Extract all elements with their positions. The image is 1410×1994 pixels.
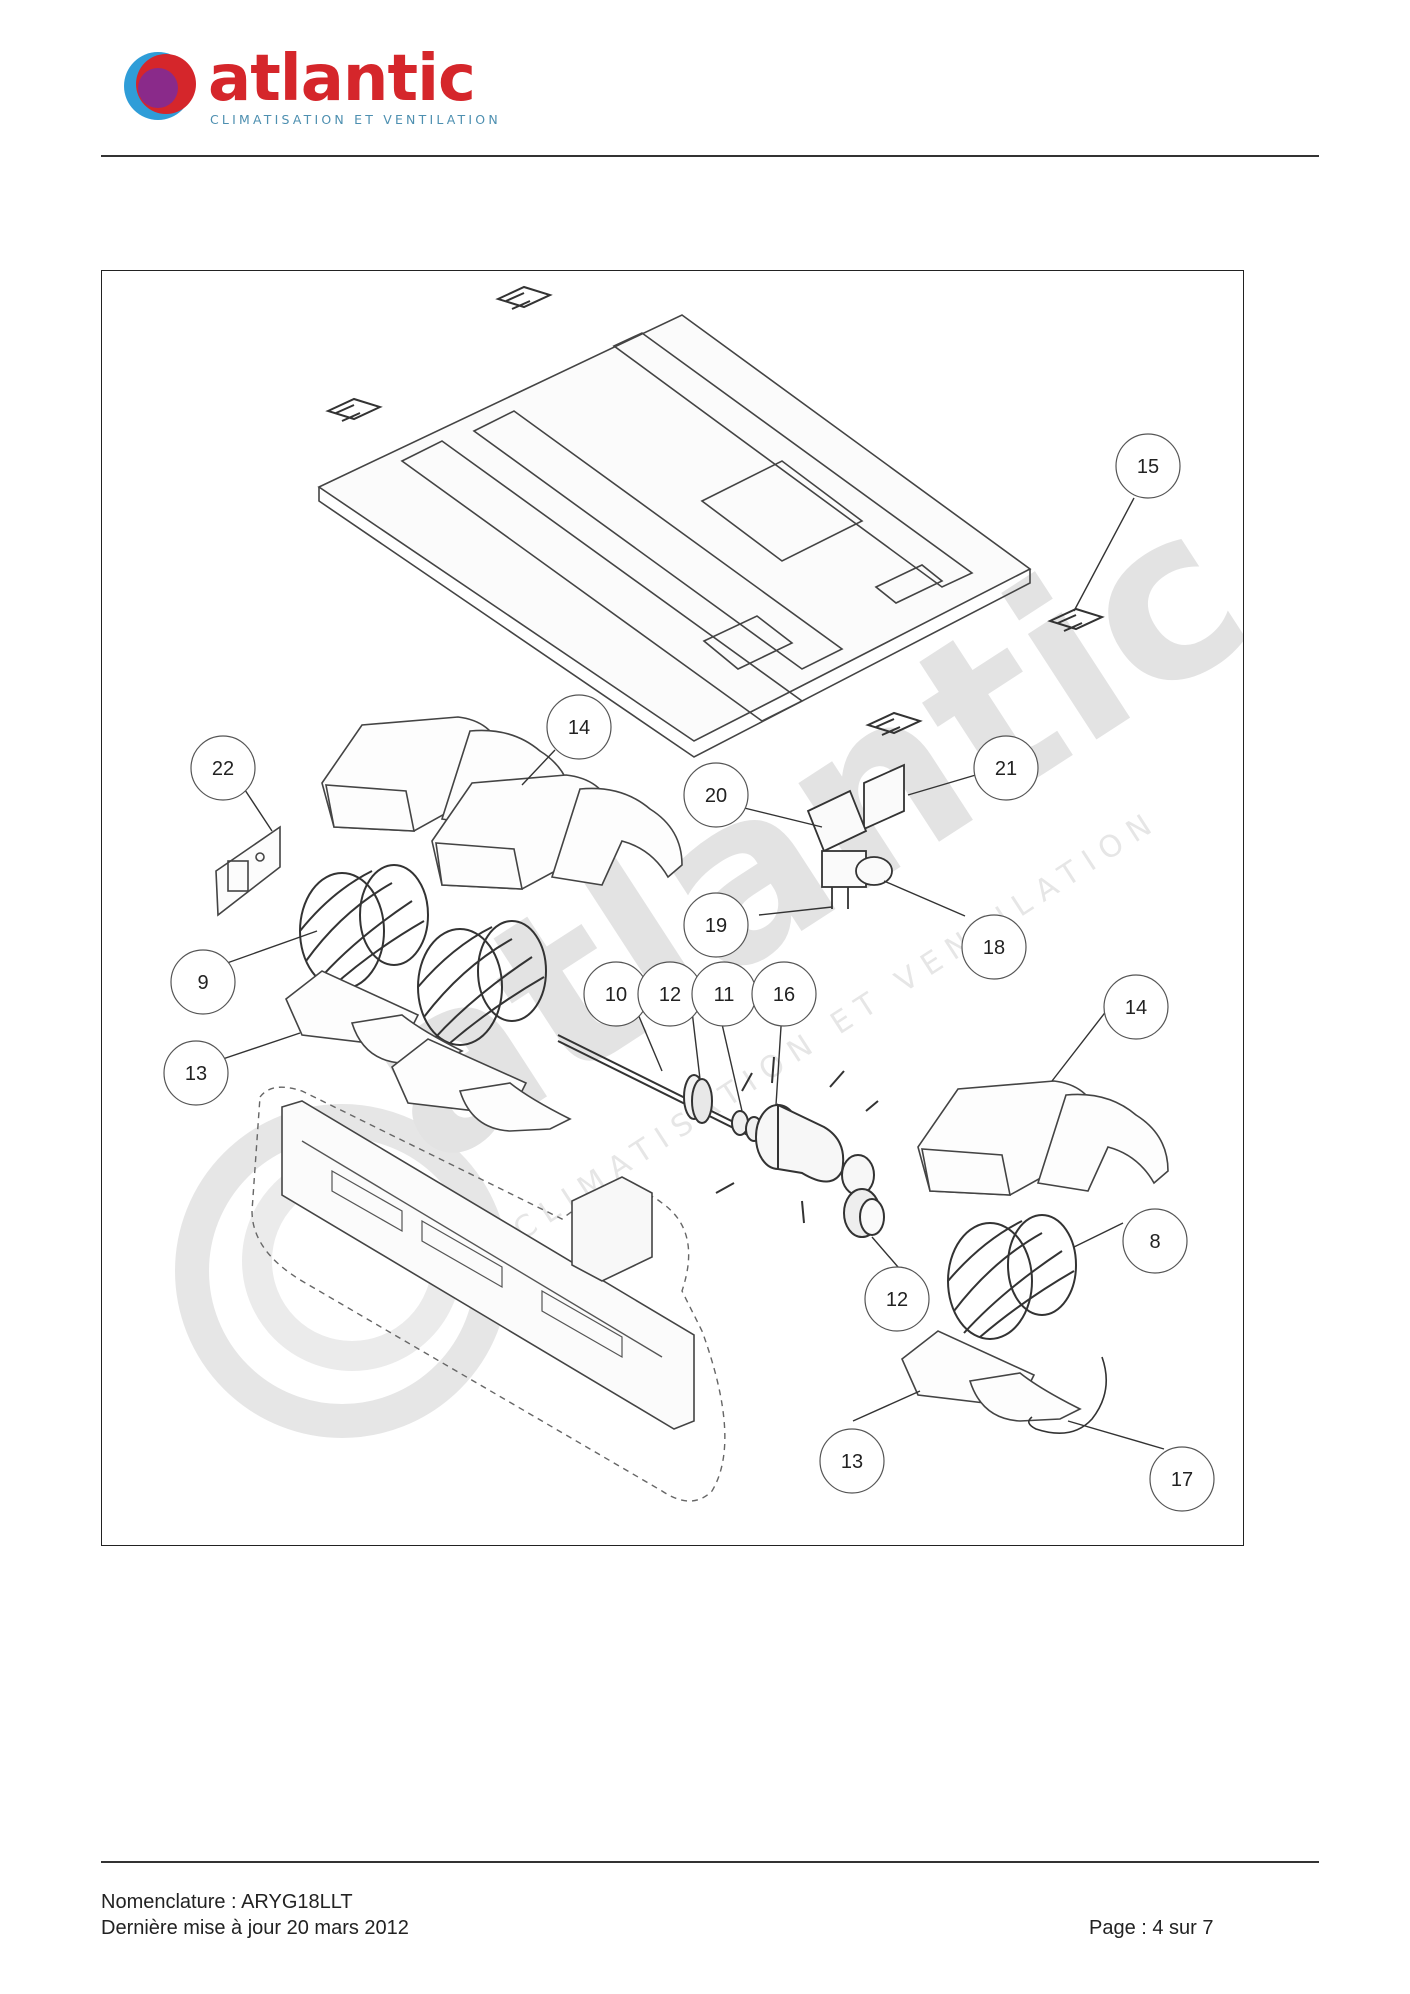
callout-17: 17 <box>1149 1446 1215 1512</box>
top-cover-panel <box>317 314 1032 758</box>
cover-clips <box>325 285 1105 736</box>
callout-13-right: 13 <box>819 1428 885 1494</box>
footer-nomenclature: Nomenclature : ARYG18LLT <box>101 1891 353 1913</box>
svg-text:13: 13 <box>841 1451 863 1473</box>
callout-19: 19 <box>683 892 749 958</box>
brand-name: atlantic <box>208 42 476 116</box>
callout-12-upper: 12 <box>637 961 703 1027</box>
callout-9: 9 <box>170 949 236 1015</box>
scroll-housing-upper-left <box>321 716 683 890</box>
svg-text:15: 15 <box>1137 456 1159 478</box>
svg-text:21: 21 <box>995 758 1017 780</box>
callout-14-left: 14 <box>546 694 612 760</box>
svg-text:13: 13 <box>185 1063 207 1085</box>
svg-text:12: 12 <box>886 1289 908 1311</box>
electrical-box-assembly <box>806 763 905 909</box>
sensor-cable <box>1028 1356 1108 1435</box>
motor-bracket-left <box>215 825 281 917</box>
svg-text:14: 14 <box>1125 997 1147 1019</box>
blower-wheel-right <box>947 1214 1077 1340</box>
svg-text:16: 16 <box>773 984 795 1006</box>
svg-text:14: 14 <box>568 717 590 739</box>
callout-12-lower: 12 <box>864 1266 930 1332</box>
callouts: 15 14 22 21 20 19 <box>163 433 1215 1512</box>
brand-logo: atlantic CLIMATISATION ET VENTILATION <box>118 42 498 134</box>
svg-text:9: 9 <box>197 972 208 994</box>
svg-text:20: 20 <box>705 785 727 807</box>
callout-13-left: 13 <box>163 1040 229 1106</box>
footer-rule <box>101 1861 1319 1863</box>
logo-mark-icon <box>124 52 196 120</box>
svg-text:19: 19 <box>705 915 727 937</box>
callout-15: 15 <box>1115 433 1181 499</box>
scroll-housing-lower-left <box>285 970 572 1132</box>
svg-text:8: 8 <box>1149 1231 1160 1253</box>
footer-page-number: Page : 4 sur 7 <box>1089 1917 1214 1939</box>
callout-18: 18 <box>961 914 1027 980</box>
rear-panel-subassembly <box>251 1086 726 1502</box>
logo-circle-purple <box>138 68 178 108</box>
footer-update-date: Dernière mise à jour 20 mars 2012 <box>101 1917 409 1939</box>
diagram-canvas: atlantic CLIMATISATION ET VENTILATION <box>163 285 1243 1512</box>
svg-text:10: 10 <box>605 984 627 1006</box>
exploded-diagram: atlantic CLIMATISATION ET VENTILATION <box>101 270 1244 1546</box>
brand-tagline: CLIMATISATION ET VENTILATION <box>210 112 501 127</box>
callout-16: 16 <box>751 961 817 1027</box>
svg-text:12: 12 <box>659 984 681 1006</box>
callout-22: 22 <box>190 735 256 801</box>
fan-motor <box>715 1056 885 1238</box>
callout-8: 8 <box>1122 1208 1188 1274</box>
svg-text:18: 18 <box>983 937 1005 959</box>
svg-text:11: 11 <box>714 984 735 1006</box>
callout-20: 20 <box>683 762 749 828</box>
header-rule <box>101 155 1319 157</box>
callout-11: 11 <box>691 961 757 1027</box>
scroll-housing-upper-right <box>917 1080 1169 1196</box>
callout-10: 10 <box>583 961 649 1027</box>
svg-text:22: 22 <box>212 758 234 780</box>
blower-wheel-left-2 <box>417 920 547 1046</box>
scroll-housing-lower-right <box>901 1330 1082 1422</box>
callout-14-right: 14 <box>1103 974 1169 1040</box>
svg-text:17: 17 <box>1171 1469 1193 1491</box>
callout-21: 21 <box>973 735 1039 801</box>
